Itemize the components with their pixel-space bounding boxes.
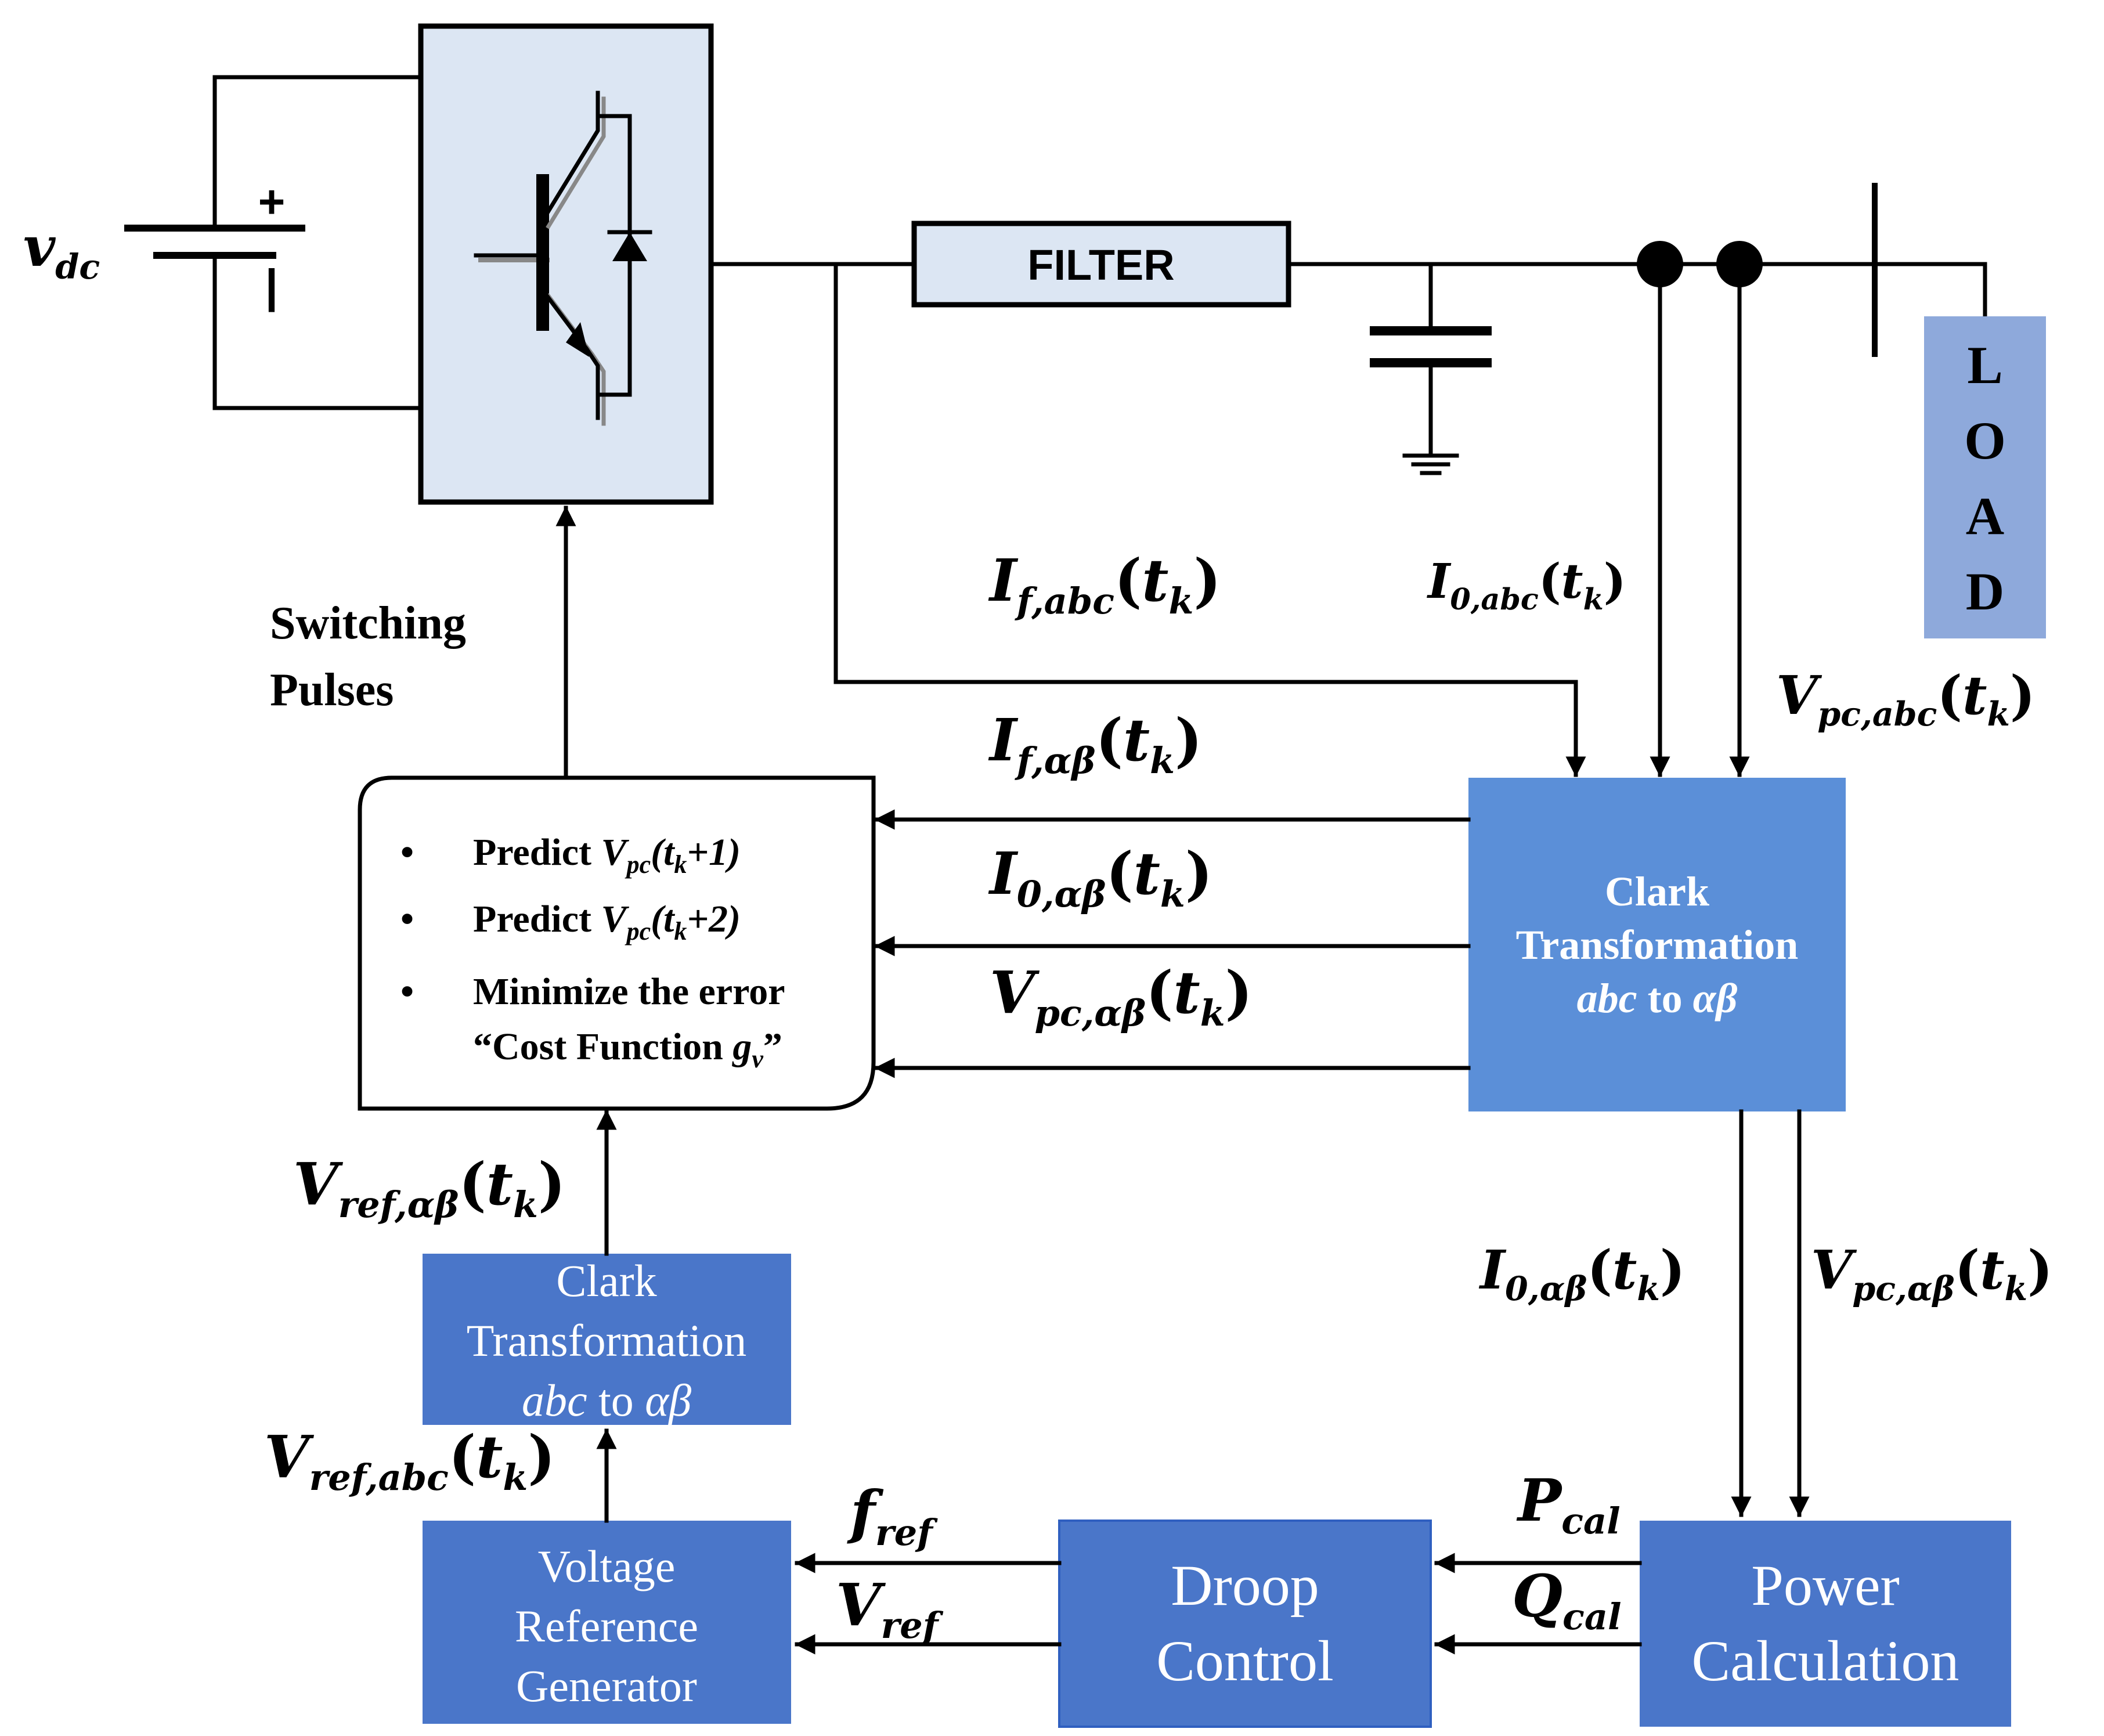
predict-bullet-3: • — [400, 970, 414, 1013]
droop-line1: Droop — [1171, 1553, 1319, 1618]
vpc-abc-label: Vpc,abc(tk) — [1776, 664, 2035, 734]
vrg-line3: Generator — [516, 1661, 697, 1711]
clark-ref-line1: Clark — [556, 1255, 656, 1306]
i0-ab-label: I0,αβ(tk) — [988, 839, 1212, 915]
vpc-ab-label: Vpc,αβ(tk) — [990, 958, 1253, 1034]
inverter-box — [418, 23, 714, 505]
predict-bullet-2: • — [400, 898, 414, 940]
filter-capacitor — [1370, 262, 1492, 475]
igbt-icon — [474, 91, 652, 426]
vrg-line1: Voltage — [538, 1541, 676, 1591]
dc-source: + | vdc — [23, 75, 420, 410]
f-ref-label: fref — [847, 1478, 938, 1554]
predictive-controller-box — [358, 775, 876, 1111]
power-calculation-block — [1640, 1521, 2011, 1727]
if-abc-label: If,abc(tk) — [988, 546, 1221, 622]
filter-label: FILTER — [1027, 241, 1174, 289]
clark-ref-block — [423, 1254, 791, 1425]
if-abc-wire — [833, 262, 1586, 777]
p-cal-label: Pcal — [1516, 1466, 1621, 1542]
inverter — [418, 23, 714, 505]
predict-item-2: Predict Vpc(tk+2) — [473, 898, 741, 945]
switching-label-line1: Switching — [270, 598, 466, 649]
clark-main-block — [1468, 778, 1846, 1111]
v-ref-label: Vref — [836, 1571, 944, 1647]
if-ab-label: If,αβ(tk) — [988, 706, 1202, 782]
load-letter-d: D — [1966, 562, 2004, 621]
clark-main-line2: Transformation — [1516, 922, 1799, 968]
vref-ab-label: Vref,αβ(tk) — [293, 1150, 565, 1226]
voltage-reference-generator-block — [423, 1521, 791, 1724]
power-calc-line2: Calculation — [1692, 1629, 1959, 1693]
load-letter-a: A — [1966, 486, 2004, 546]
vdc-label: vdc — [23, 215, 100, 287]
filter-box — [911, 221, 1291, 308]
vrg-line2: Reference — [515, 1601, 698, 1651]
ground-icon — [1402, 453, 1459, 475]
load-letter-o: O — [1964, 411, 2006, 470]
power-calc-line1: Power — [1751, 1553, 1900, 1618]
droop-control-block — [1058, 1520, 1432, 1728]
load-feed — [1872, 262, 1987, 319]
clark-ref-line2: Transformation — [467, 1315, 746, 1366]
predict-item-1: Predict Vpc(tk+1) — [473, 831, 741, 879]
predict-cost-line: “Cost Function gv” — [473, 1026, 782, 1073]
predict-bullet-1: • — [400, 831, 414, 874]
clark-ref-line3: abc to αβ — [522, 1375, 691, 1425]
predict-item-3: Minimize the error — [473, 970, 785, 1013]
q-cal-label: Qcal — [1512, 1562, 1622, 1638]
switching-label-line2: Pulses — [270, 665, 394, 716]
i0-ab-down-label: I0,αβ(tk) — [1478, 1239, 1685, 1308]
plus-sign: + — [258, 176, 286, 228]
load-box — [1924, 316, 2046, 638]
minus-sign: | — [265, 260, 278, 312]
i0-abc-label: I0,abc(tk) — [1427, 554, 1626, 616]
clark-main-line1: Clark — [1605, 868, 1709, 915]
load-letter-l: L — [1967, 335, 2002, 395]
clark-main-line3: abc to αβ — [1577, 975, 1738, 1022]
vpc-ab-down-label: Vpc,αβ(tk) — [1811, 1239, 2053, 1308]
vref-abc-label: Vref,abc(tk) — [264, 1423, 555, 1499]
droop-line2: Control — [1156, 1629, 1334, 1693]
